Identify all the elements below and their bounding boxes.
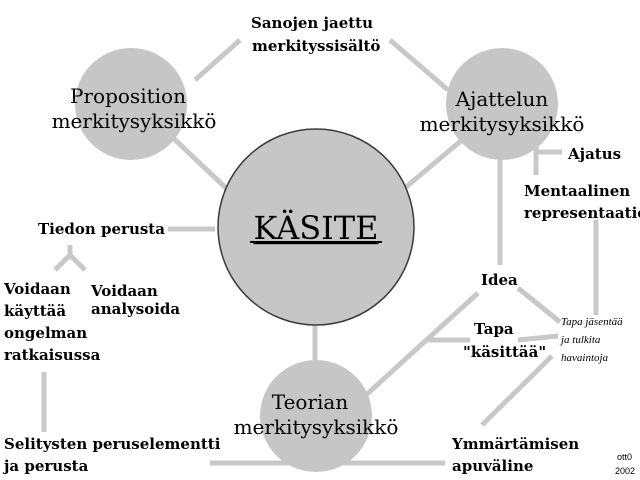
ajattelun-line2: merkitysyksikkö	[420, 112, 585, 136]
voidaan-kayttaa-1: Voidaan	[3, 280, 71, 298]
voidaan-analysoida-2: analysoida	[91, 300, 180, 318]
mentaalinen-label-2: representaatio	[524, 204, 640, 222]
sanojen-label-1: Sanojen jaettu	[251, 14, 373, 32]
tapa-jasentaa-label-1: Tapa jäsentää	[561, 316, 623, 328]
ajattelun-line1: Ajattelun	[455, 87, 549, 111]
kasite-circle	[217, 128, 415, 326]
line-ajattelun-kasite	[398, 138, 464, 194]
selitysten-label-1: Selitysten peruselementti	[4, 435, 221, 453]
line-proposition-sanojen	[193, 38, 242, 82]
kasite-title: KÄSITE	[254, 209, 379, 247]
ajatus-label: Ajatus	[567, 145, 621, 163]
proposition-circle	[75, 48, 187, 160]
tapa-jasentaa-label-3: havaintoja	[561, 352, 609, 364]
ymmartamisen-label-2: apuväline	[452, 457, 533, 475]
tapa-jasentaa-label-2: ja tulkita	[559, 334, 601, 346]
idea-label: Idea	[481, 271, 518, 289]
voidaan-kayttaa-3: ongelman	[4, 324, 87, 342]
signature-name: ott0	[617, 452, 632, 462]
signature-year: 2002	[615, 466, 635, 476]
voidaan-kayttaa-2: käyttää	[4, 302, 66, 320]
selitysten-label-2: ja perusta	[2, 457, 89, 475]
line-tapajasentaa-ymmartamisen	[480, 354, 554, 427]
line-sanojen-ajattelun	[388, 38, 450, 92]
ymmartamisen-label-1: Ymmärtämisen	[451, 435, 579, 453]
teorian-line2: merkitysyksikkö	[234, 415, 399, 439]
line-idea-teorian	[363, 291, 480, 398]
line-tapa-tapajasentaa	[517, 333, 559, 343]
tiedon-label: Tiedon perusta	[38, 220, 165, 238]
proposition-line1: Proposition	[70, 84, 186, 108]
voidaan-analysoida-1: Voidaan	[90, 282, 158, 300]
line-voidaan-right	[68, 253, 87, 272]
proposition-line2: merkitysyksikkö	[52, 109, 217, 133]
teorian-circle	[260, 360, 372, 472]
tapa-label-1: Tapa	[474, 320, 514, 338]
line-proposition-kasite	[168, 133, 230, 192]
sanojen-label-2: merkityssisältö	[252, 37, 380, 55]
connectors	[41, 38, 599, 466]
line-voidaan-left	[53, 253, 72, 272]
line-idea-tapajasentaa	[516, 286, 562, 324]
mentaalinen-label-1: Mentaalinen	[524, 182, 630, 200]
tapa-label-2: "käsittää"	[463, 343, 546, 361]
voidaan-kayttaa-4: ratkaisussa	[4, 346, 101, 364]
ajattelun-circle	[446, 48, 558, 160]
teorian-line1: Teorian	[272, 390, 349, 414]
